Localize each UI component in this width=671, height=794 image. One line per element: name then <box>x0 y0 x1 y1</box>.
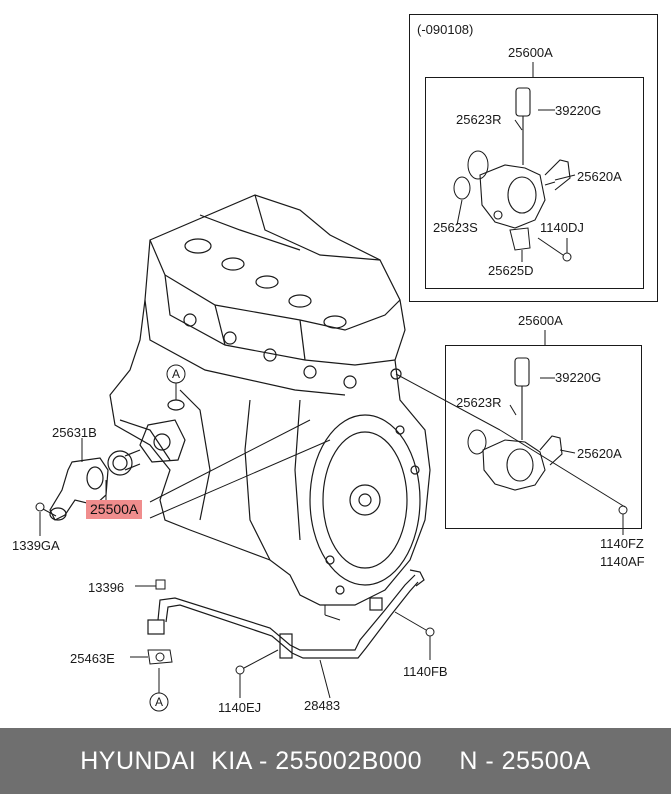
inset-top-housing <box>479 159 571 229</box>
cover-bolt-label: 1339GA <box>12 538 60 553</box>
bolt-fb <box>394 611 435 637</box>
bolt-fb-label: 1140FB <box>403 664 448 679</box>
footer-bar: HYUNDAI KIA - 255002B000 N - 25500A <box>0 728 671 794</box>
inset-top-oring-large-label: 25623R <box>456 112 502 127</box>
engine-block <box>109 194 431 606</box>
footer-spacer <box>422 747 459 776</box>
inset-top-bolt <box>537 237 572 262</box>
water-pipe <box>147 569 425 659</box>
footer-catalog-number: N - 25500A <box>459 746 591 775</box>
parts-diagram <box>35 14 658 712</box>
inset-bottom-fitting-label: 25620A <box>577 446 622 461</box>
inset-bottom-oring-label: 25623R <box>456 395 502 410</box>
inset-top-date-code: (-090108) <box>417 22 474 37</box>
thermostat-cover-label: 25631B <box>52 425 97 440</box>
inset-top-bracket <box>509 227 531 251</box>
inset-top-oring-small <box>453 176 471 200</box>
inset-top-fitting-label: 25620A <box>577 169 622 184</box>
inset-top-bracket-label: 25625D <box>488 263 534 278</box>
inset-top-oring-large <box>467 150 489 180</box>
inset-bottom-housing <box>482 435 563 491</box>
inset-bottom-bolt <box>618 505 628 535</box>
bolt-ej-label: 1140EJ <box>218 700 262 715</box>
inset-top-oring-small-label: 25623S <box>433 220 478 235</box>
inset-top-sensor <box>515 87 531 165</box>
inset-top-inner-frame <box>425 77 644 289</box>
bolt-ej <box>235 649 279 675</box>
inset-bottom-frame <box>445 345 642 529</box>
inset-top-assembly-label: 25600A <box>508 45 553 60</box>
inset-bottom-bolt-a-label: 1140FZ <box>600 536 644 551</box>
ref-a-upper-letter: A <box>172 367 181 381</box>
pipe-label: 28483 <box>304 698 341 713</box>
inset-bottom-bolt-b-label: 1140AF <box>600 554 645 569</box>
footer-brand-part-number: HYUNDAI KIA - 255002B000 <box>80 746 423 775</box>
ref-a-lower-letter: A <box>155 695 164 709</box>
inset-bottom-sensor-label: 39220G <box>555 370 602 385</box>
inset-bottom-sensor <box>514 357 530 440</box>
inset-bottom-oring <box>467 429 487 455</box>
nut <box>155 579 166 590</box>
gasket <box>147 649 173 665</box>
inset-top-frame <box>409 14 658 302</box>
cover-bolt <box>35 502 57 517</box>
inset-top-sensor-label: 39220G <box>555 103 602 118</box>
thermostat-cover <box>49 457 109 521</box>
gasket-label: 25463E <box>70 651 115 666</box>
inset-top-bolt-label: 1140DJ <box>540 220 584 235</box>
nut-label: 13396 <box>88 580 125 595</box>
thermostat <box>107 449 141 476</box>
thermostat-highlight-label: 25500A <box>86 500 143 519</box>
inset-bottom-assembly-label: 25600A <box>518 313 563 328</box>
